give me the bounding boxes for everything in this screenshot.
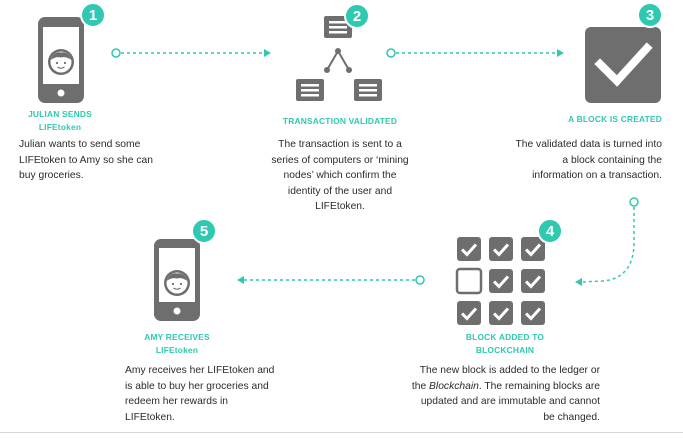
step-3-badge: 3 bbox=[637, 2, 663, 28]
checked-block bbox=[457, 301, 481, 325]
check-mark bbox=[492, 275, 510, 289]
check-mark bbox=[460, 307, 478, 321]
checked-block bbox=[489, 237, 513, 261]
checked-block bbox=[457, 237, 481, 261]
step-1-title: JULIAN SENDS LIFEtoken bbox=[28, 109, 92, 132]
step-4-description: The new block is added to the ledger or … bbox=[411, 365, 600, 423]
checked-block bbox=[521, 301, 545, 325]
block-grid-icon bbox=[455, 237, 545, 325]
step-3-description: The validated data is turned into a bloc… bbox=[515, 139, 662, 181]
connector-1-2 bbox=[111, 48, 271, 58]
step-5-title: AMY RECEIVES LIFEtoken bbox=[144, 332, 210, 355]
checked-block bbox=[521, 269, 545, 293]
step-5-description: Amy receives her LIFEtoken and is able t… bbox=[125, 365, 275, 423]
check-mark bbox=[524, 243, 542, 257]
connector-3-4 bbox=[575, 197, 639, 286]
step-1-badge: 1 bbox=[80, 2, 106, 28]
step-4-title: BLOCK ADDED TO BLOCKCHAIN bbox=[465, 332, 545, 355]
check-mark bbox=[524, 307, 542, 321]
step-4-badge: 4 bbox=[537, 218, 563, 244]
step-5-badge: 5 bbox=[191, 218, 217, 244]
checked-block bbox=[489, 301, 513, 325]
check-mark bbox=[492, 243, 510, 257]
checked-block bbox=[521, 237, 545, 261]
checked-block bbox=[489, 269, 513, 293]
connector-2-3 bbox=[386, 48, 564, 58]
step-2-description: The transaction is sent to a series of c… bbox=[271, 139, 409, 212]
empty-block bbox=[455, 267, 483, 295]
phone-person-icon bbox=[38, 17, 84, 103]
connector-4-5 bbox=[237, 275, 425, 285]
step-2-title: TRANSACTION VALIDATED bbox=[282, 116, 398, 126]
step-1-description: Julian wants to send some LIFEtoken to A… bbox=[19, 139, 153, 181]
network-nodes-icon bbox=[296, 16, 382, 101]
phone-person-icon bbox=[154, 239, 200, 321]
footer-divider bbox=[0, 432, 683, 433]
step-3-title: A BLOCK IS CREATED bbox=[568, 114, 662, 124]
check-mark bbox=[524, 275, 542, 289]
check-mark bbox=[460, 243, 478, 257]
checkmark-block-icon bbox=[585, 27, 661, 103]
step-2-badge: 2 bbox=[344, 3, 370, 29]
check-mark bbox=[492, 307, 510, 321]
